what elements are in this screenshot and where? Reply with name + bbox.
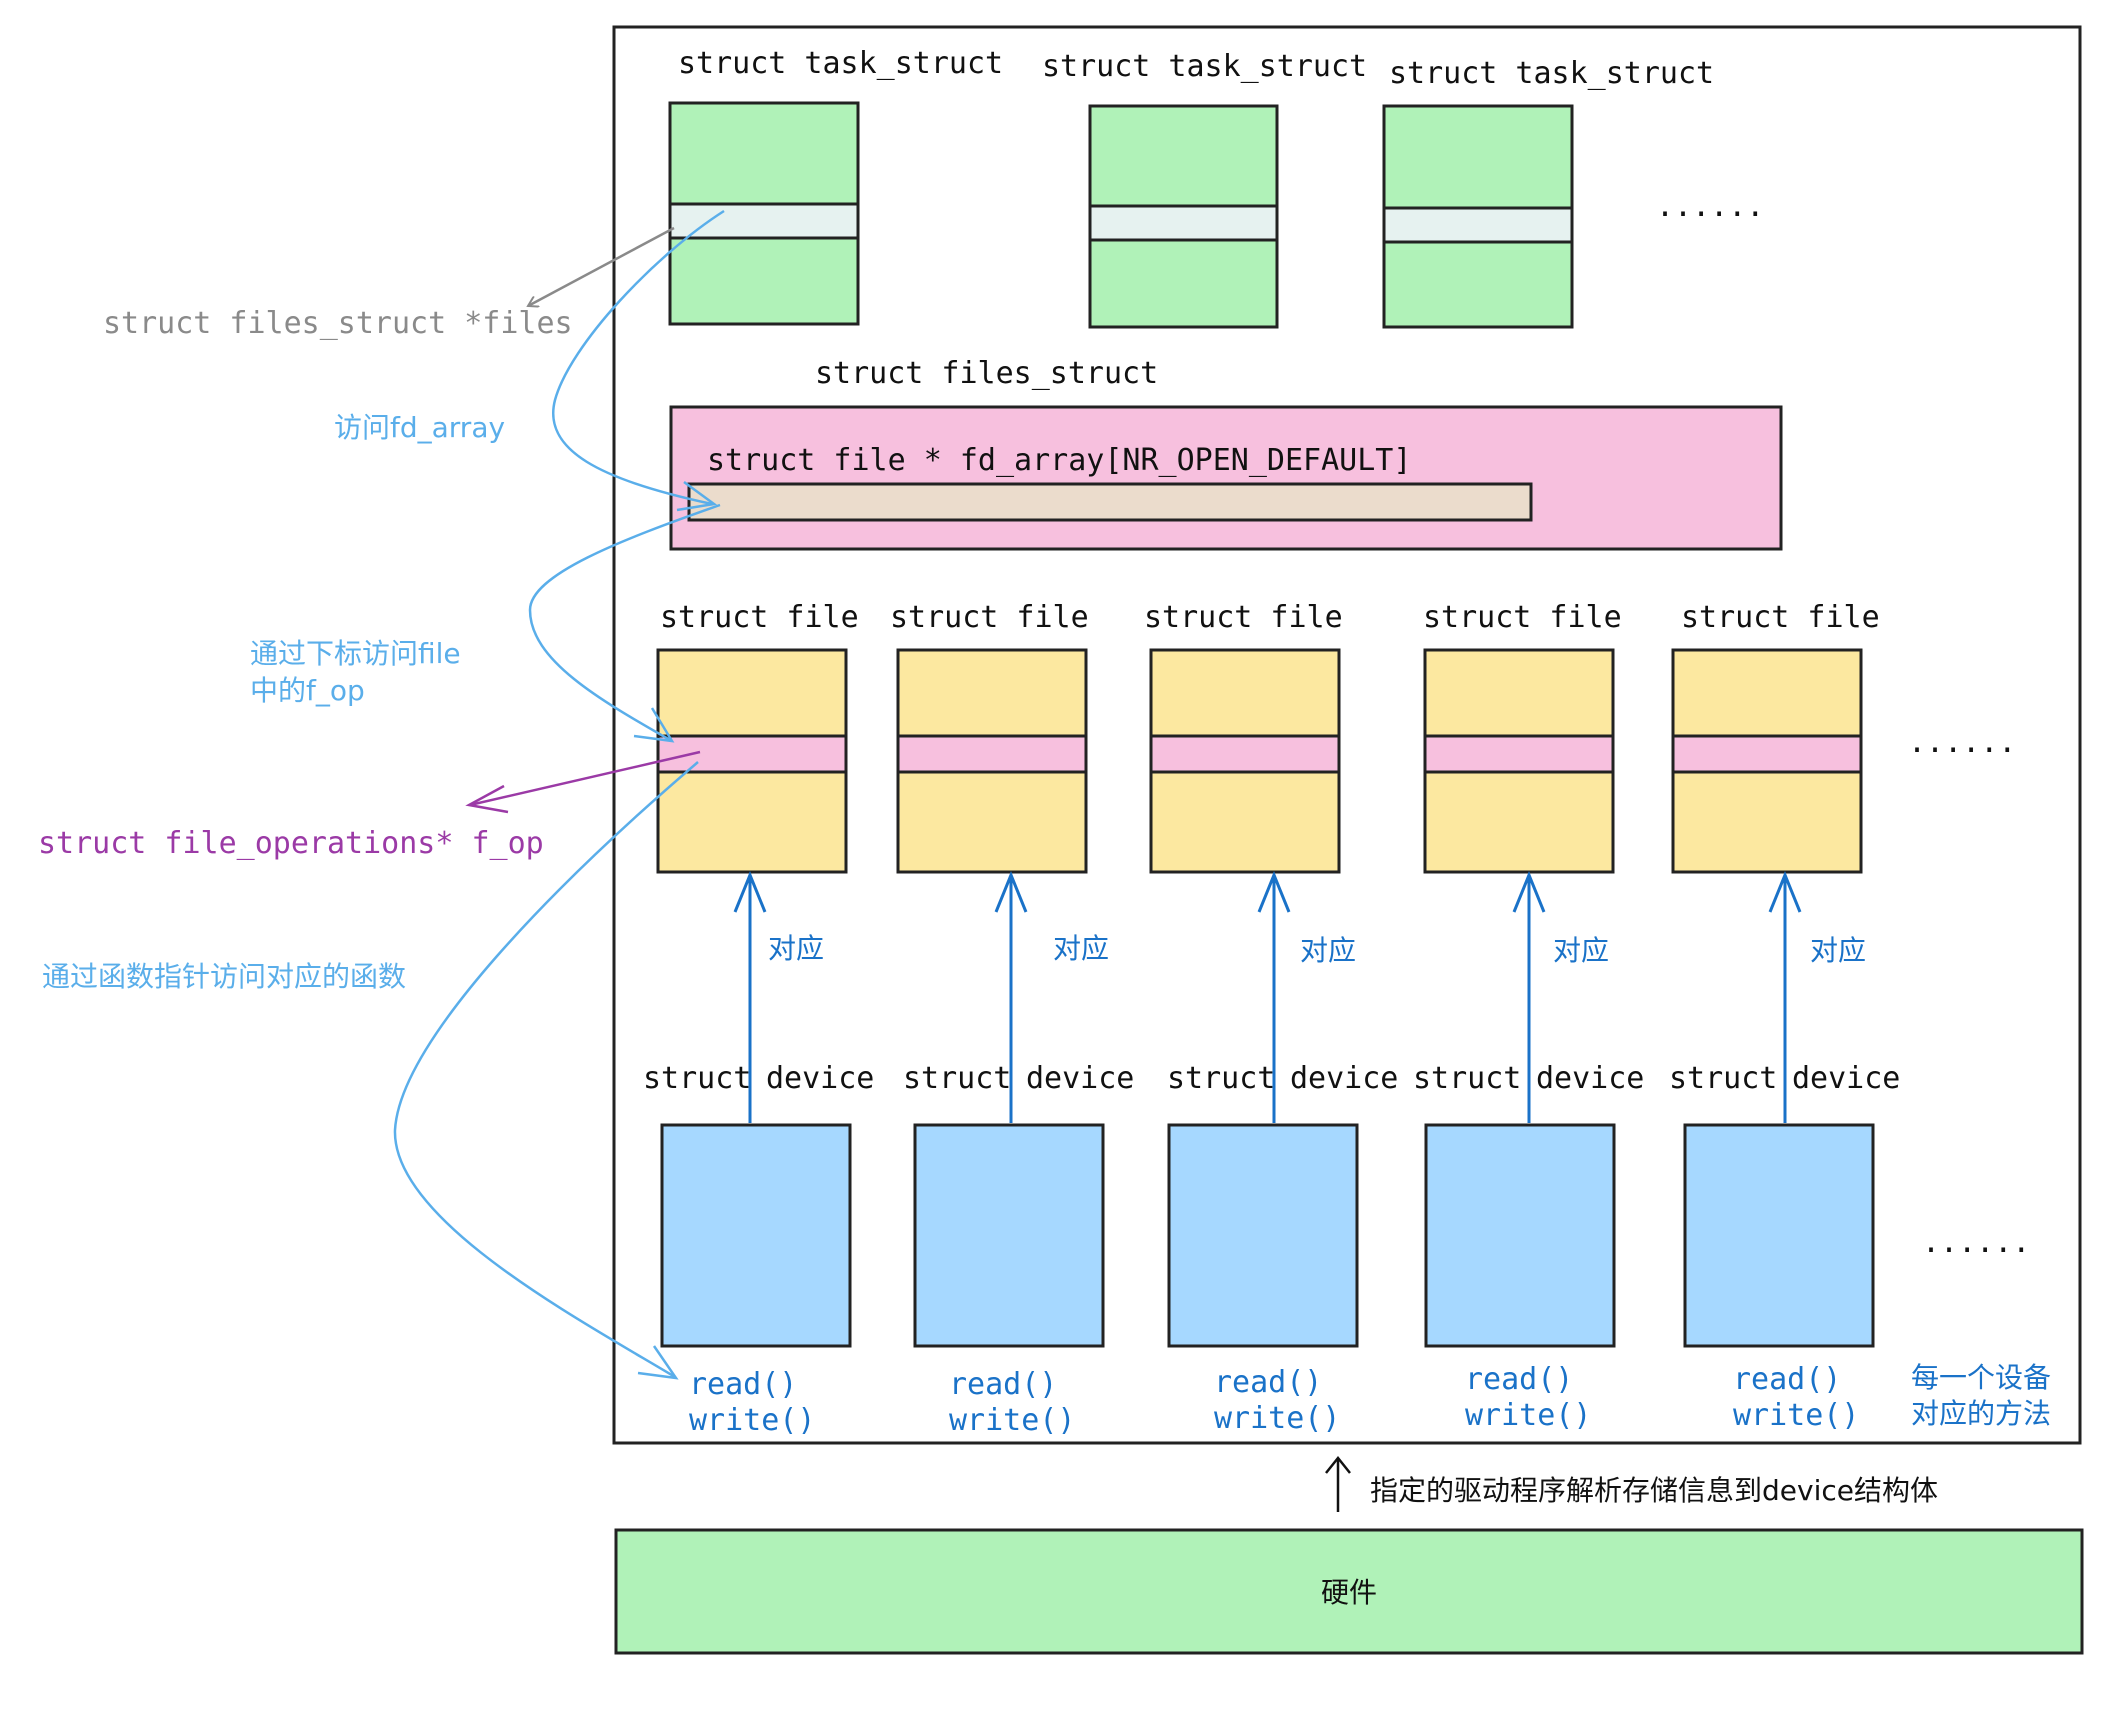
device-label-struct: struct (1669, 1061, 1777, 1096)
struct-file-4: struct file (1423, 600, 1622, 874)
read-method: read() (1733, 1362, 1841, 1397)
access-fd-array-arrowhead (676, 480, 718, 512)
access-fd-array-curve (552, 209, 725, 506)
task-struct-3: struct task_struct (1382, 56, 1714, 329)
device-label-device: device (1290, 1061, 1398, 1096)
access-via-fn-ptr-arrowhead (637, 1345, 679, 1380)
access-via-fn-ptr-label: 通过函数指针访问对应的函数 (42, 960, 406, 993)
struct-device-2: struct device read() write() (903, 1061, 1134, 1438)
f-op-label: struct file_operations* f_op (38, 826, 544, 861)
read-method: read() (949, 1367, 1057, 1402)
struct-file-ellipsis: ...... (1908, 725, 2016, 760)
device-label-device: device (1536, 1061, 1644, 1096)
device-label-device: device (766, 1061, 874, 1096)
struct-file-3: struct file (1144, 600, 1343, 874)
access-fd-array-label: 访问fd_array (334, 411, 505, 444)
write-method: write() (689, 1403, 815, 1438)
write-method: write() (1465, 1398, 1591, 1433)
struct-file-2: struct file (890, 600, 1089, 874)
files-struct-box (669, 405, 1783, 551)
files-pointer-arrow (528, 226, 675, 306)
f-op-arrow (469, 750, 701, 807)
device-label-struct: struct (1413, 1061, 1521, 1096)
methods-note-line1: 每一个设备 (1911, 1361, 2051, 1394)
f-op-arrowhead (465, 784, 509, 814)
task-struct-label: struct task_struct (1389, 56, 1714, 91)
device-ellipsis: ...... (1922, 1225, 2030, 1260)
struct-device-3: struct device read() write() (1167, 1061, 1398, 1436)
methods-note-line2: 对应的方法 (1911, 1397, 2051, 1430)
struct-file-label: struct file (1144, 600, 1343, 635)
fd-array-label: struct file * fd_array[NR_OPEN_DEFAULT] (707, 443, 1411, 478)
files-pointer-slot (668, 202, 860, 240)
task-struct-ellipsis: ...... (1656, 189, 1764, 224)
files-struct-title: struct files_struct (815, 356, 1158, 391)
device-label-struct: struct (643, 1061, 751, 1096)
struct-device-5: struct device read() write() (1669, 1061, 1900, 1433)
write-method: write() (949, 1403, 1075, 1438)
task-struct-label: struct task_struct (1042, 49, 1367, 84)
mapping-arrow-3 (1257, 871, 1291, 1123)
files-pointer-label: struct files_struct *files (103, 306, 573, 341)
mapping-arrow-5 (1768, 871, 1802, 1123)
struct-device-4: struct device read() write() (1413, 1061, 1644, 1433)
access-by-index-label-1: 通过下标访问file (250, 637, 461, 670)
struct-file-label: struct file (660, 600, 859, 635)
mapping-label: 对应 (1553, 934, 1609, 967)
hardware-label: 硬件 (1321, 1576, 1377, 1609)
struct-device-1: struct device read() write() (643, 1061, 874, 1438)
mapping-label: 对应 (1053, 932, 1109, 965)
task-struct-1: struct task_struct (668, 46, 1003, 326)
read-method: read() (1214, 1365, 1322, 1400)
device-label-device: device (1792, 1061, 1900, 1096)
access-by-index-curve (528, 503, 721, 742)
task-struct-label: struct task_struct (678, 46, 1003, 81)
struct-file-label: struct file (890, 600, 1089, 635)
write-method: write() (1733, 1398, 1859, 1433)
device-label-struct: struct (903, 1061, 1011, 1096)
driver-note: 指定的驱动程序解析存储信息到device结构体 (1370, 1474, 1938, 1507)
fd-array-bar (687, 482, 1533, 522)
mapping-label: 对应 (1300, 934, 1356, 967)
task-struct-2: struct task_struct (1042, 49, 1367, 329)
write-method: write() (1214, 1401, 1340, 1436)
driver-arrow (1325, 1455, 1351, 1512)
read-method: read() (689, 1367, 797, 1402)
access-by-index-arrowhead (633, 707, 675, 743)
mapping-label: 对应 (1810, 934, 1866, 967)
struct-file-1: struct file (656, 600, 859, 874)
struct-file-label: struct file (1423, 600, 1622, 635)
mapping-arrow-1 (733, 871, 767, 1123)
read-method: read() (1465, 1362, 1573, 1397)
mapping-arrow-2 (994, 871, 1028, 1123)
device-label-struct: struct (1167, 1061, 1275, 1096)
struct-file-label: struct file (1681, 600, 1880, 635)
access-via-fn-ptr-curve (393, 761, 699, 1379)
mapping-label: 对应 (768, 932, 824, 965)
hardware-box (614, 1528, 2084, 1655)
mapping-arrow-4 (1512, 871, 1546, 1123)
struct-file-5: struct file (1671, 600, 1880, 874)
device-label-device: device (1026, 1061, 1134, 1096)
access-by-index-label-2: 中的f_op (250, 674, 365, 707)
